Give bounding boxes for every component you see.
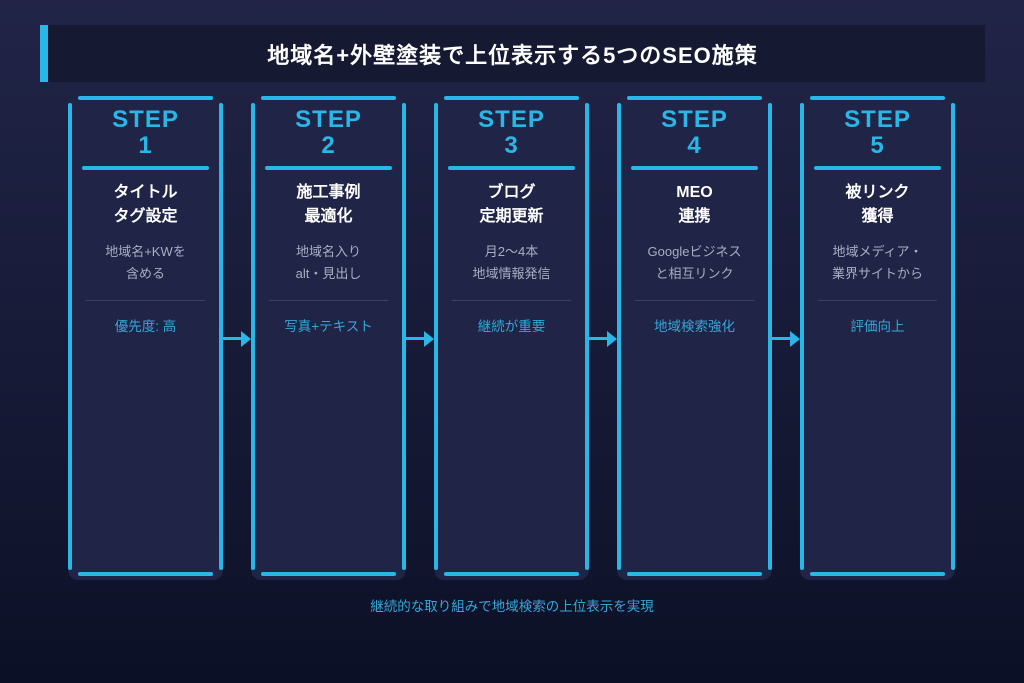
step-title-line2: 獲得 xyxy=(861,208,894,225)
card-border-left xyxy=(68,103,72,570)
card-border-right xyxy=(951,103,955,570)
card-border-top xyxy=(810,96,945,100)
card-border-top xyxy=(627,96,762,100)
step-desc-line2: alt・見出し xyxy=(295,266,362,281)
card-border-top xyxy=(444,96,579,100)
step-highlight: 継続が重要 xyxy=(477,319,546,334)
step-number: 3 xyxy=(504,132,519,159)
card-border-top xyxy=(261,96,396,100)
step-desc-line1: 地域メディア・ xyxy=(832,244,923,259)
card-border-right xyxy=(768,103,772,570)
step-card-5: STEP 5 被リンク 獲得 地域メディア・ 業界サイトから 評価向上 xyxy=(800,96,955,580)
step-title-line2: 連携 xyxy=(678,208,711,225)
card-thin-divider xyxy=(269,300,388,301)
card-border-right xyxy=(402,103,406,570)
step-label: STEP xyxy=(661,106,728,133)
step-title-line1: 被リンク xyxy=(845,184,910,201)
step-desc-line2: と相互リンク xyxy=(655,266,734,281)
card-border-bottom xyxy=(78,572,213,576)
step-number: 5 xyxy=(870,132,885,159)
card-thin-divider xyxy=(818,300,937,301)
step-desc-line1: Googleビジネス xyxy=(647,244,742,259)
card-border-left xyxy=(800,103,804,570)
arrow-right-icon xyxy=(589,330,617,347)
step-description: 地域名+KWを 含める xyxy=(68,241,223,285)
step-number: 4 xyxy=(687,132,702,159)
step-title-line2: 定期更新 xyxy=(479,208,544,225)
step-highlight: 評価向上 xyxy=(850,319,905,334)
card-border-bottom xyxy=(261,572,396,576)
card-border-left xyxy=(251,103,255,570)
step-label: STEP xyxy=(112,106,179,133)
step-divider xyxy=(82,166,209,170)
step-title: ブログ 定期更新 xyxy=(434,181,589,229)
steps-row: STEP 1 タイトル タグ設定 地域名+KWを 含める 優先度: 高 STEP… xyxy=(68,96,955,580)
card-border-bottom xyxy=(444,572,579,576)
step-number: 2 xyxy=(321,132,336,159)
step-divider xyxy=(448,166,575,170)
step-highlight: 優先度: 高 xyxy=(114,319,177,334)
title-banner: 地域名+外壁塗装で上位表示する5つのSEO施策 xyxy=(40,25,985,82)
card-border-right xyxy=(219,103,223,570)
step-title: 被リンク 獲得 xyxy=(800,181,955,229)
page-title: 地域名+外壁塗装で上位表示する5つのSEO施策 xyxy=(267,42,758,68)
card-border-right xyxy=(585,103,589,570)
step-desc-line1: 地域名入り xyxy=(295,244,361,259)
step-title: 施工事例 最適化 xyxy=(251,181,406,229)
arrow-right-icon xyxy=(223,330,251,347)
step-title-line1: 施工事例 xyxy=(296,184,361,201)
step-label: STEP xyxy=(844,106,911,133)
card-border-top xyxy=(78,96,213,100)
step-description: Googleビジネス と相互リンク xyxy=(617,241,772,285)
footer-note: 継続的な取り組みで地域検索の上位表示を実現 xyxy=(370,599,654,614)
step-description: 地域メディア・ 業界サイトから xyxy=(800,241,955,285)
step-title: MEO 連携 xyxy=(617,181,772,229)
step-desc-line2: 含める xyxy=(125,266,165,281)
card-border-bottom xyxy=(627,572,762,576)
step-desc-line2: 業界サイトから xyxy=(831,266,923,281)
step-description: 地域名入り alt・見出し xyxy=(251,241,406,285)
step-highlight: 地域検索強化 xyxy=(654,319,735,334)
step-label: STEP xyxy=(478,106,545,133)
step-title-line2: タグ設定 xyxy=(113,208,178,225)
step-number: 1 xyxy=(138,132,153,159)
banner-accent-bar xyxy=(40,25,48,82)
card-border-left xyxy=(617,103,621,570)
card-thin-divider xyxy=(452,300,571,301)
step-title-line2: 最適化 xyxy=(304,208,353,225)
step-title-line1: タイトル xyxy=(113,184,178,201)
step-divider xyxy=(265,166,392,170)
card-thin-divider xyxy=(635,300,754,301)
step-divider xyxy=(631,166,758,170)
step-card-3: STEP 3 ブログ 定期更新 月2〜4本 地域情報発信 継続が重要 xyxy=(434,96,589,580)
card-border-bottom xyxy=(810,572,945,576)
step-desc-line2: 地域情報発信 xyxy=(472,266,551,281)
step-card-1: STEP 1 タイトル タグ設定 地域名+KWを 含める 優先度: 高 xyxy=(68,96,223,580)
card-border-left xyxy=(434,103,438,570)
arrow-right-icon xyxy=(772,330,800,347)
step-title: タイトル タグ設定 xyxy=(68,181,223,229)
step-card-4: STEP 4 MEO 連携 Googleビジネス と相互リンク 地域検索強化 xyxy=(617,96,772,580)
step-card-2: STEP 2 施工事例 最適化 地域名入り alt・見出し 写真+テキスト xyxy=(251,96,406,580)
step-label: STEP xyxy=(295,106,362,133)
step-desc-line1: 地域名+KWを xyxy=(105,244,186,259)
step-title-line1: ブログ xyxy=(487,184,536,201)
step-title-line1: MEO xyxy=(676,184,713,201)
step-desc-line1: 月2〜4本 xyxy=(484,244,539,259)
arrow-right-icon xyxy=(406,330,434,347)
step-divider xyxy=(814,166,941,170)
step-description: 月2〜4本 地域情報発信 xyxy=(434,241,589,285)
card-thin-divider xyxy=(86,300,205,301)
step-highlight: 写真+テキスト xyxy=(284,319,373,334)
